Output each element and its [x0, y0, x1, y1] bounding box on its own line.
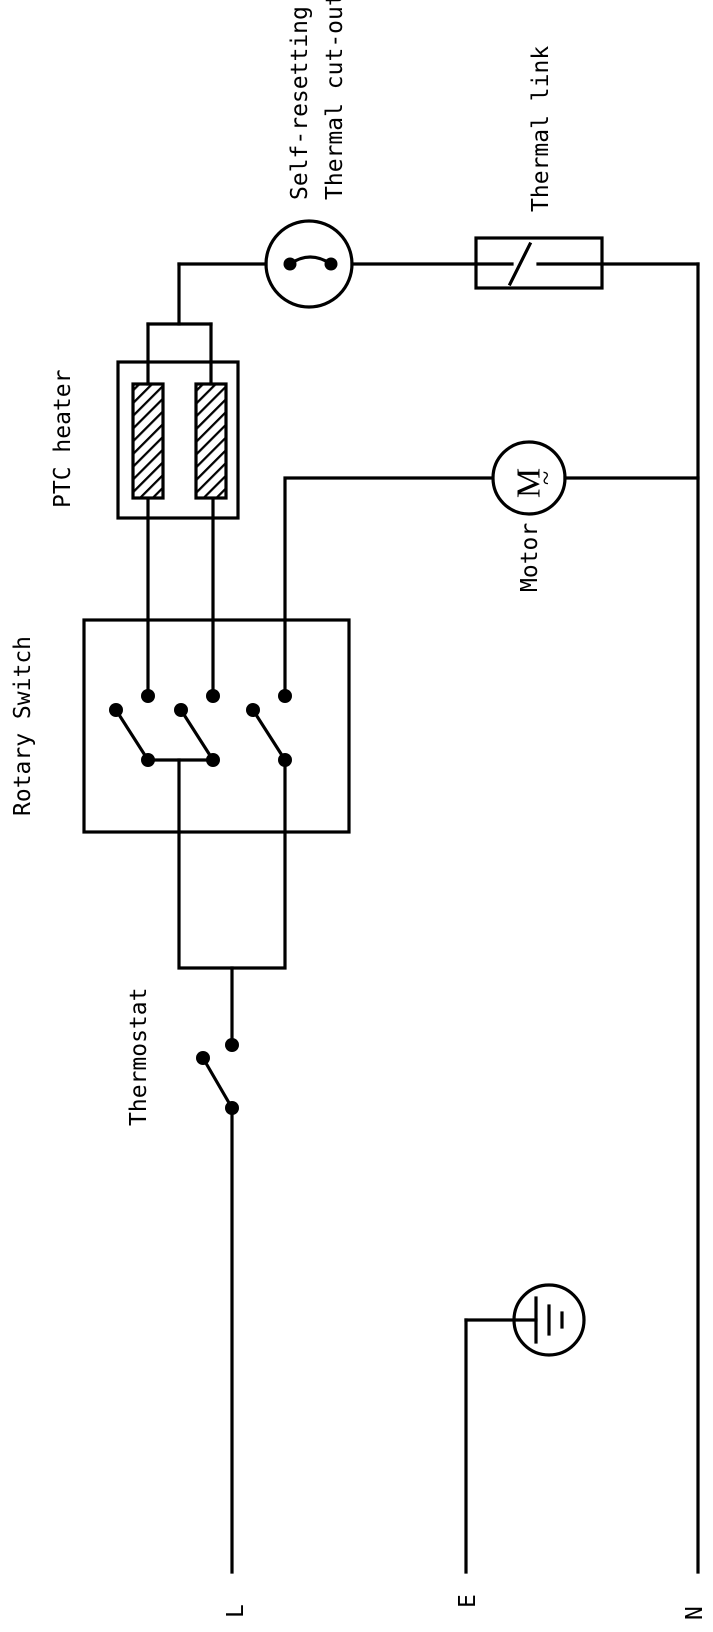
- label-thermostat: Thermostat: [126, 988, 152, 1126]
- motor-icon: M ~: [491, 440, 700, 516]
- earth-ground-icon: [464, 1283, 586, 1574]
- heater-element-icon: [194, 382, 228, 500]
- label-ptc-heater: PTC heater: [50, 370, 76, 508]
- thermostat-switch: [196, 966, 239, 1115]
- heater-element-icon: [131, 382, 165, 500]
- label-self-resetting-line1: Self-resetting: [287, 6, 313, 200]
- motor-symbol: M: [511, 468, 548, 498]
- thermal-link: [474, 236, 700, 290]
- terminal-e-label: E: [455, 1594, 481, 1608]
- ptc-heater: [116, 262, 240, 520]
- label-motor: Motor: [517, 523, 543, 592]
- motor-ac-symbol: ~: [532, 471, 561, 485]
- label-self-resetting-line2: Thermal cut-out: [322, 0, 348, 200]
- thermostat-to-switch-wires: [177, 758, 287, 970]
- label-thermal-link: Thermal link: [528, 46, 554, 212]
- terminal-l-label: L: [223, 1604, 249, 1618]
- self-resetting-thermal-cutout: [264, 219, 478, 309]
- label-rotary-switch: Rotary Switch: [10, 636, 36, 816]
- rotary-switch: [82, 476, 494, 834]
- terminal-n-label: N: [682, 1606, 708, 1620]
